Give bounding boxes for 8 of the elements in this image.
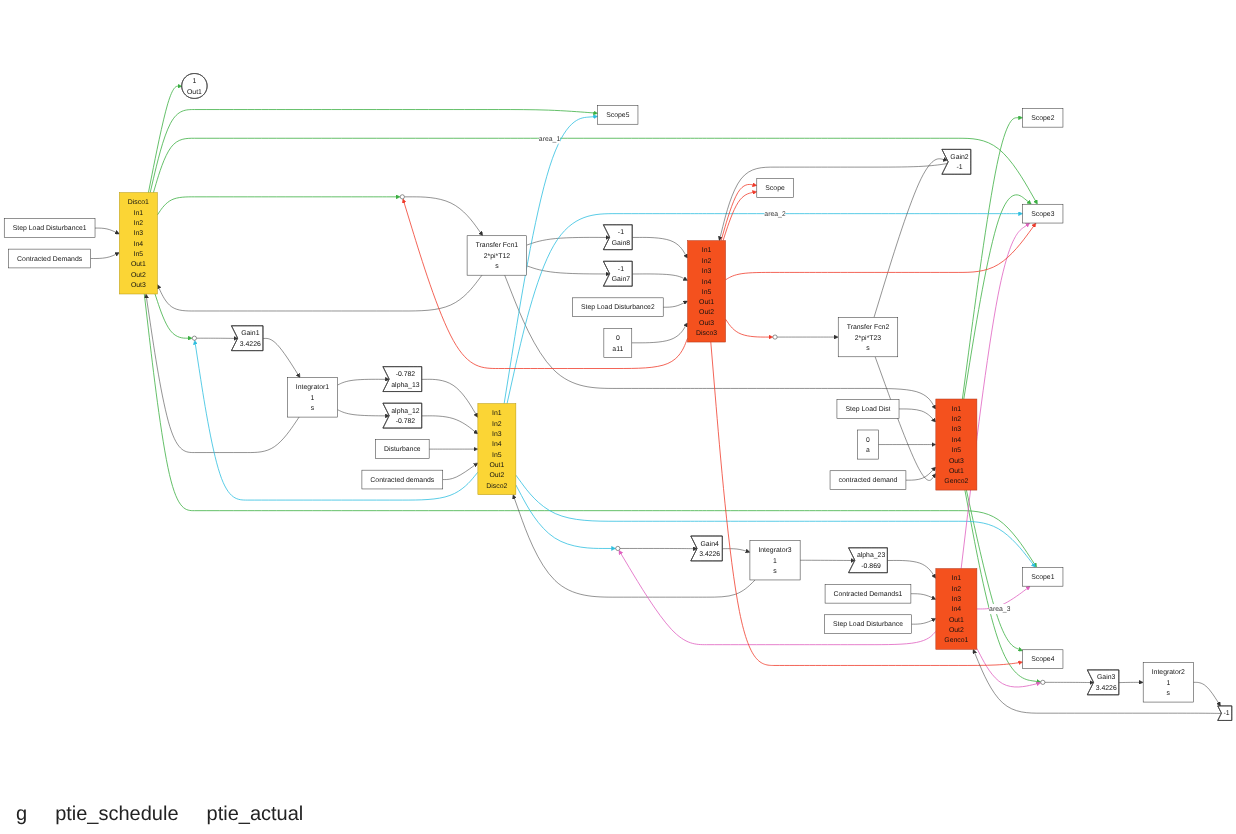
node-circle (192, 335, 197, 341)
node-circle (399, 194, 405, 200)
signal-label: ptie_actual (206, 803, 304, 825)
node-circle (615, 546, 621, 551)
node-circle (1040, 679, 1046, 685)
node-circle (772, 334, 778, 340)
signal-label: g (16, 803, 28, 825)
signal-label: ptie_schedule (55, 803, 179, 825)
